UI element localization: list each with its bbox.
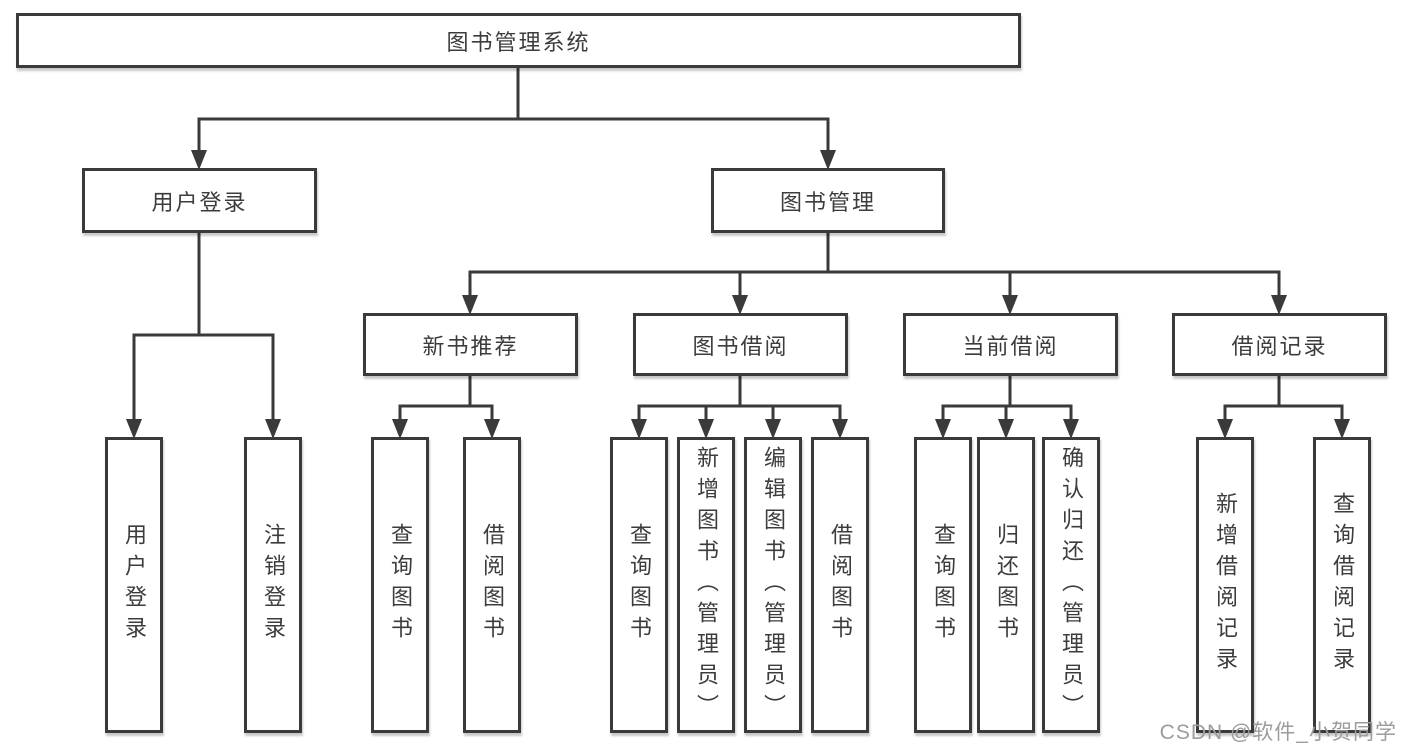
connector-arrowheads: [126, 150, 1350, 439]
leaf-confirm-return-admin: 确认归还（管理员）: [1042, 437, 1100, 733]
csdn-watermark: CSDN @软件_小贺同学: [1159, 721, 1397, 744]
leaf-label: 注销登录: [261, 523, 286, 647]
leaf-label: 查询图书: [931, 523, 956, 647]
leaf-logout: 注销登录: [244, 437, 302, 733]
arrow-down-icon: [765, 419, 781, 439]
arrow-down-icon: [1217, 419, 1233, 439]
connector-lines: [132, 66, 1344, 423]
leaf-return-books: 归还图书: [977, 437, 1035, 733]
node-library-management-system: 图书管理系统: [16, 13, 1021, 68]
arrow-down-icon: [462, 295, 478, 315]
leaf-query-books-2: 查询图书: [610, 437, 668, 733]
leaf-query-books-3: 查询图书: [914, 437, 972, 733]
leaf-borrow-books: 借阅图书: [463, 437, 521, 733]
arrow-down-icon: [1002, 295, 1018, 315]
node-label: 图书借阅: [692, 333, 789, 359]
node-label: 借阅记录: [1231, 333, 1328, 359]
arrow-down-icon: [832, 419, 848, 439]
leaf-label: 编辑图书（管理员）: [761, 445, 786, 725]
arrow-down-icon: [732, 295, 748, 315]
arrow-down-icon: [191, 150, 207, 170]
leaf-label: 用户登录: [122, 523, 147, 647]
node-label: 用户登录: [151, 189, 248, 215]
arrow-down-icon: [1271, 295, 1287, 315]
leaf-edit-books-admin: 编辑图书（管理员）: [744, 437, 802, 733]
node-user-login: 用户登录: [82, 168, 317, 233]
leaf-label: 新增图书（管理员）: [694, 445, 719, 725]
node-book-management: 图书管理: [711, 168, 945, 233]
leaf-query-books: 查询图书: [371, 437, 429, 733]
arrow-down-icon: [265, 419, 281, 439]
arrow-down-icon: [484, 419, 500, 439]
node-book-borrowing: 图书借阅: [633, 313, 848, 376]
node-current-borrowing: 当前借阅: [903, 313, 1118, 376]
leaf-label: 查询借阅记录: [1330, 492, 1355, 678]
leaf-borrow-books-2: 借阅图书: [811, 437, 869, 733]
arrow-down-icon: [935, 419, 951, 439]
leaf-label: 查询图书: [627, 523, 652, 647]
arrow-down-icon: [392, 419, 408, 439]
node-label: 图书管理: [779, 189, 876, 215]
node-label: 新书推荐: [422, 333, 519, 359]
leaf-label: 借阅图书: [828, 523, 853, 647]
leaf-add-books-admin: 新增图书（管理员）: [677, 437, 735, 733]
node-borrowing-records: 借阅记录: [1172, 313, 1387, 376]
leaf-add-borrow-record: 新增借阅记录: [1196, 437, 1254, 733]
arrow-down-icon: [631, 419, 647, 439]
node-new-book-recommendation: 新书推荐: [363, 313, 578, 376]
leaf-query-borrow-record: 查询借阅记录: [1313, 437, 1371, 733]
leaf-label: 借阅图书: [480, 523, 505, 647]
arrow-down-icon: [998, 419, 1014, 439]
leaf-label: 归还图书: [994, 523, 1019, 647]
node-label: 当前借阅: [962, 333, 1059, 359]
arrow-down-icon: [1063, 419, 1079, 439]
leaf-label: 新增借阅记录: [1213, 492, 1238, 678]
leaf-user-login: 用户登录: [105, 437, 163, 733]
arrow-down-icon: [698, 419, 714, 439]
leaf-label: 确认归还（管理员）: [1059, 445, 1084, 725]
leaf-label: 查询图书: [388, 523, 413, 647]
arrow-down-icon: [820, 150, 836, 170]
arrow-down-icon: [1334, 419, 1350, 439]
node-label: 图书管理系统: [446, 29, 591, 55]
arrow-down-icon: [126, 419, 142, 439]
